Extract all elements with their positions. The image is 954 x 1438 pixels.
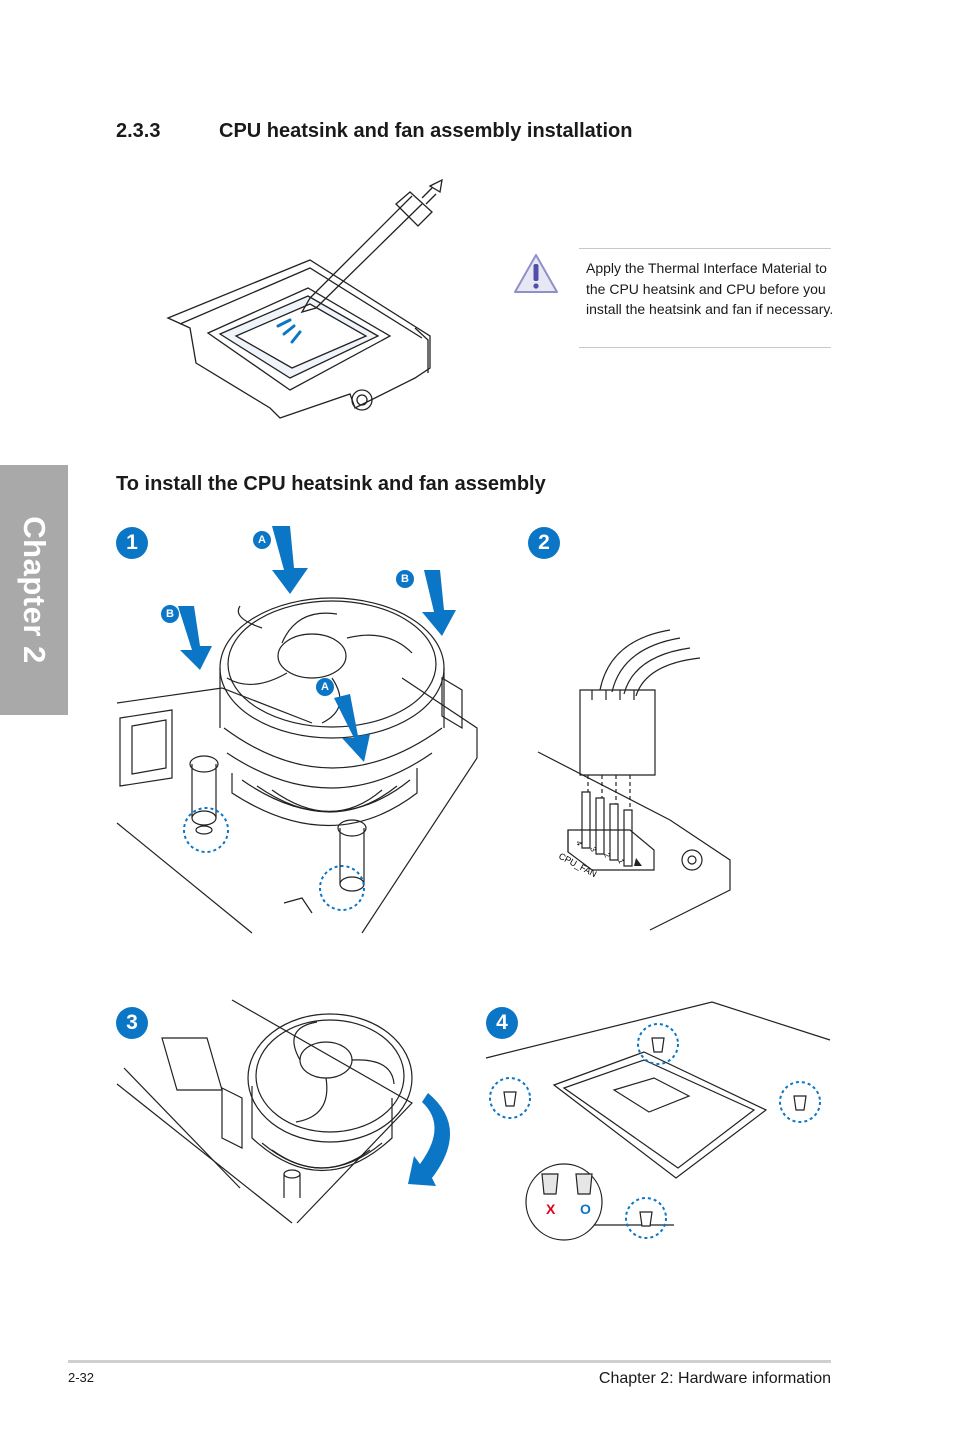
procedure-heading: To install the CPU heatsink and fan asse… (116, 473, 546, 495)
pin-label-3: 3 (588, 846, 598, 854)
footer-page-number: 2-32 (68, 1370, 95, 1385)
callout-a-top: A (253, 531, 271, 549)
cpu-fan-connector-label: CPU_FAN (557, 851, 598, 879)
step-2-badge: 2 (528, 527, 560, 559)
chapter-side-tab: Chapter 2 (0, 465, 68, 715)
step-3-heatsink-rotate-illustration (116, 999, 451, 1224)
pin-label-4: 4 (574, 840, 584, 848)
section-title-text: CPU heatsink and fan assembly installati… (219, 120, 633, 142)
wrong-mark: X (546, 1201, 556, 1217)
pin-label-1: 1 (616, 858, 626, 866)
right-mark: O (580, 1201, 591, 1217)
step-3-badge: 3 (116, 1007, 148, 1039)
callout-b-right: B (396, 570, 414, 588)
thermal-paste-illustration (166, 178, 443, 419)
footer-chapter-title: Chapter 2: Hardware information (598, 1370, 831, 1387)
section-title: 2.3.3 CPU heatsink and fan assembly insta… (116, 120, 632, 143)
callout-b-left: B (161, 605, 179, 623)
note-text: Apply the Thermal Interface Material to … (586, 260, 834, 317)
note-box (579, 248, 831, 348)
pin-label-2: 2 (602, 852, 612, 860)
step-1-heatsink-placement-illustration (116, 526, 478, 934)
warning-icon (514, 254, 558, 293)
step-4-badge: 4 (486, 1007, 518, 1039)
footer-rule (68, 1360, 831, 1363)
step-4-push-pin-illustration: X O (485, 1001, 831, 1241)
step-2-cpu-fan-connector-illustration: 4 3 2 1 CPU_FAN (537, 629, 731, 931)
section-number: 2.3.3 (116, 120, 161, 142)
chapter-tab-label: Chapter 2 (17, 516, 52, 664)
callout-a-center: A (316, 678, 334, 696)
step-1-badge: 1 (116, 527, 148, 559)
